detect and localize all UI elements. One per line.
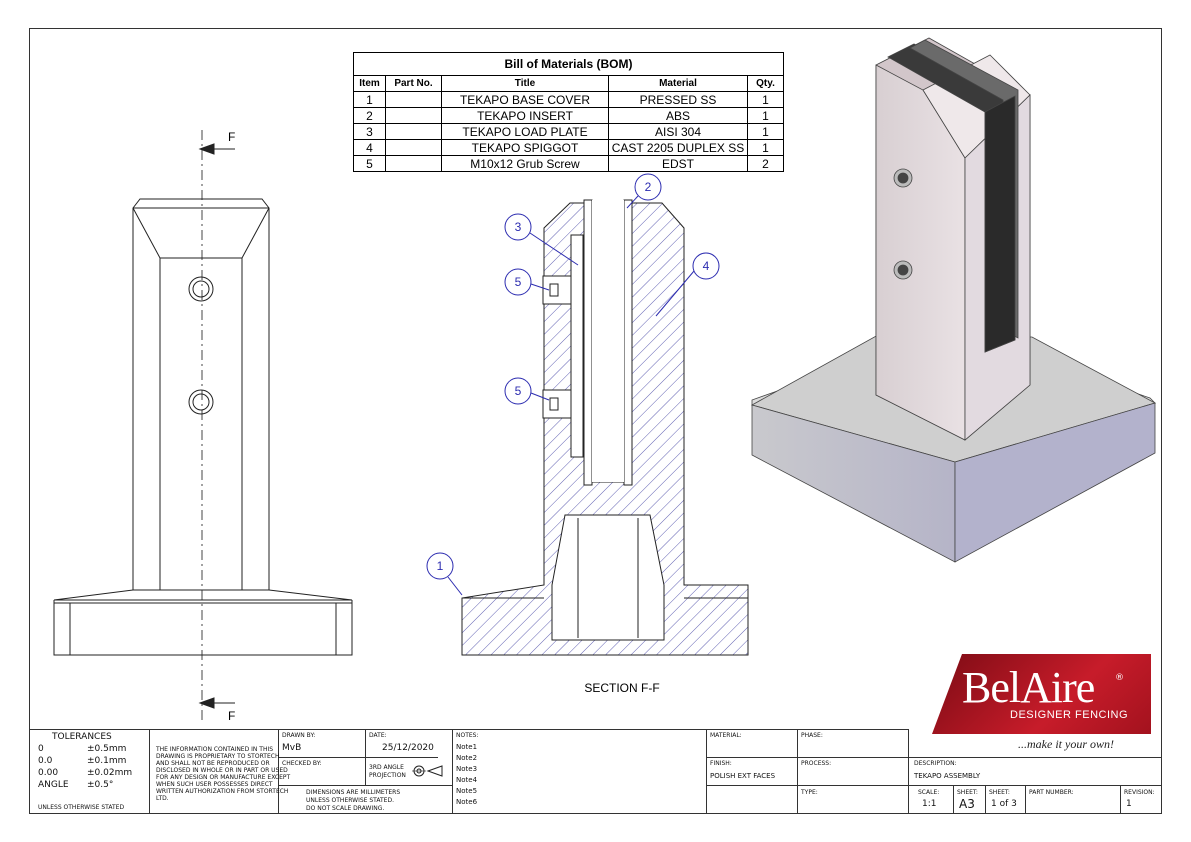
process-label: PROCESS: [801, 760, 832, 767]
projection-line: 3RD ANGLE [369, 764, 404, 771]
note-item: Note4 [456, 776, 478, 784]
tol-value: ±0.5mm [87, 744, 127, 754]
tolerances-title: TOLERANCES [52, 732, 112, 742]
drawing-border [29, 28, 1162, 814]
confidential-line: DISCLOSED IN WHOLE OR IN PART OR USED [156, 767, 288, 774]
phase-label: PHASE: [801, 732, 823, 739]
isometric-view [750, 37, 1157, 563]
revision-value: 1 [1126, 799, 1132, 809]
finish-value: POLISH EXT FACES [710, 772, 776, 780]
bom-cell: TEKAPO INSERT [441, 107, 609, 124]
revision-label: REVISION: [1124, 789, 1155, 796]
tol-value: ±0.5° [87, 780, 114, 790]
bom-cell: TEKAPO LOAD PLATE [441, 123, 609, 140]
confidential-line: THE INFORMATION CONTAINED IN THIS [156, 746, 274, 753]
confidential-line: WHEN SUCH USER POSSESSES DIRECT [156, 781, 273, 788]
drawn-by-label: DRAWN BY: [282, 732, 316, 739]
brand-subtitle: DESIGNER FENCING [1010, 709, 1129, 721]
section-marker-top: F [228, 130, 235, 144]
balloon-4 [692, 252, 720, 280]
dimensions-note-line: UNLESS OTHERWISE STATED. [306, 797, 394, 804]
tol-value: ±0.02mm [87, 768, 133, 778]
balloon-label: 1 [437, 559, 444, 573]
description-value: TEKAPO ASSEMBLY [914, 772, 981, 780]
balloon-label: 3 [515, 220, 522, 234]
section-marker-bottom: F [228, 709, 235, 723]
brand-name: BelAire [962, 663, 1095, 712]
confidential-line: LTD. [156, 795, 169, 802]
note-item: Note2 [456, 754, 478, 762]
bill-of-materials-table: Bill of Materials (BOM) Item Part No. Ti… [353, 52, 784, 172]
finish-label: FINISH: [710, 760, 732, 767]
balloon-label: 2 [645, 180, 652, 194]
note-item: Note3 [456, 765, 478, 773]
note-item: Note5 [456, 787, 478, 795]
balloon-2 [634, 173, 662, 201]
third-angle-projection-icon [412, 765, 443, 777]
bom-cell: CAST 2205 DUPLEX SS [608, 139, 748, 156]
section-label: SECTION F-F [584, 681, 659, 695]
drawn-by-value: MvB [282, 743, 302, 753]
material-label: MATERIAL: [710, 732, 742, 739]
balloon-3 [504, 213, 532, 241]
bom-cell: M10x12 Grub Screw [441, 155, 609, 172]
part-number-label: PART NUMBER: [1029, 789, 1074, 796]
scale-value: 1:1 [922, 799, 937, 809]
date-label: DATE: [369, 732, 387, 739]
bom-cell: 2 [747, 155, 784, 172]
confidential-line: WRITTEN AUTHORIZATION FROM STORTECH [156, 788, 289, 795]
checked-by-label: CHECKED BY: [282, 760, 322, 767]
bom-cell: 1 [747, 91, 784, 108]
bom-cell: PRESSED SS [608, 91, 748, 108]
confidential-line: FOR ANY DESIGN OR MANUFACTURE EXCEPT [156, 774, 291, 781]
bom-cell: EDST [608, 155, 748, 172]
balloon-label: 5 [515, 275, 522, 289]
confidential-line: AND SHALL NOT BE REPRODUCED OR [156, 760, 270, 767]
dimensions-note-line: DIMENSIONS ARE MILLIMETERS [306, 789, 401, 796]
balloon-label: 4 [703, 259, 710, 273]
section-view [426, 173, 749, 656]
note-item: Note1 [456, 743, 478, 751]
front-view [53, 130, 353, 720]
balloon-label: 5 [515, 384, 522, 398]
balloon-5a [504, 268, 532, 296]
note-item: Note6 [456, 798, 478, 806]
date-value: 25/12/2020 [382, 743, 434, 753]
tol-label: ANGLE [38, 780, 69, 790]
unless-stated: UNLESS OTHERWISE STATED [38, 804, 125, 811]
sheet-count-label: SHEET: [989, 789, 1010, 796]
balloon-5b [504, 377, 532, 405]
balloon-1 [426, 552, 454, 580]
registered-mark: ® [1115, 673, 1124, 683]
dimensions-note-line: DO NOT SCALE DRAWING. [306, 805, 385, 812]
tol-value: ±0.1mm [87, 756, 127, 766]
description-label: DESCRIPTION: [914, 760, 957, 767]
sheet-label: SHEET: [957, 789, 978, 796]
scale-label: SCALE: [918, 789, 940, 796]
tol-label: 0 [38, 744, 44, 754]
sheet-count-value: 1 of 3 [991, 799, 1017, 809]
notes-label: NOTES: [456, 732, 479, 739]
belaire-logo [932, 654, 1151, 734]
sheet-size-value: A3 [959, 797, 975, 811]
confidential-line: DRAWING IS PROPRIETARY TO STORTECH [156, 753, 280, 760]
bom-cell: TEKAPO BASE COVER [441, 91, 609, 108]
type-label: TYPE: [801, 789, 818, 796]
tol-label: 0.00 [38, 768, 59, 778]
tol-label: 0.0 [38, 756, 53, 766]
projection-line: PROJECTION [369, 772, 406, 779]
brand-tagline: ...make it your own! [1018, 737, 1114, 751]
